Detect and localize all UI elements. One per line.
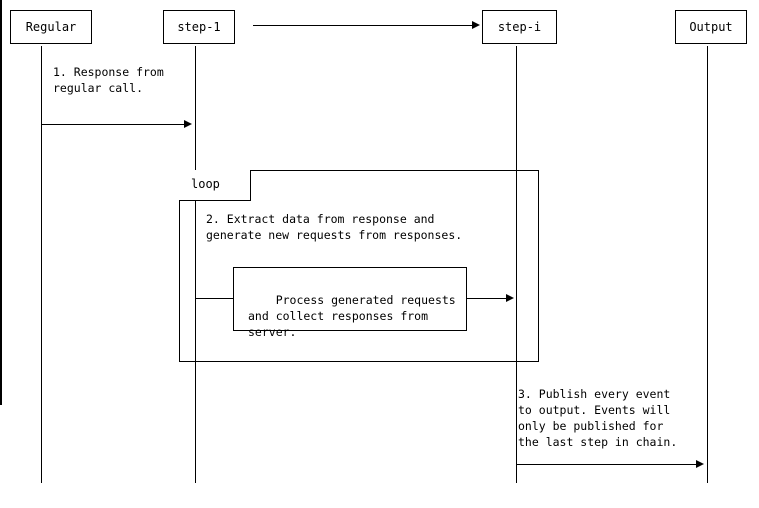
participant-label-regular: Regular [25, 20, 77, 34]
message-label-3: 3. Publish every event to output. Events… [518, 387, 678, 449]
participant-box-step-i[interactable]: step-i [482, 10, 557, 44]
message-label-2: 2. Extract data from response and genera… [206, 212, 463, 242]
lifeline-step-i [516, 46, 517, 483]
message-arrow-line-3 [516, 464, 698, 465]
loop-fragment-frame[interactable] [179, 170, 539, 362]
lifeline-step-1 [195, 46, 196, 483]
loop-fragment-operator-label: loop [191, 177, 220, 191]
participant-box-output[interactable]: Output [675, 10, 747, 44]
header-arrow-line-step1-to-stepi [253, 25, 474, 26]
header-arrow-head-step1-to-stepi [472, 21, 480, 29]
participant-label-output: Output [689, 20, 733, 34]
note-box-text: Process generated requests and collect r… [248, 293, 456, 339]
participant-box-regular[interactable]: Regular [10, 10, 92, 44]
participant-box-step-1[interactable]: step-1 [163, 10, 235, 44]
lifeline-regular [41, 46, 42, 483]
message-arrow-line-2-right [467, 298, 508, 299]
message-arrow-head-3 [696, 460, 704, 468]
loop-fragment-tag: loop [179, 170, 251, 201]
message-arrow-line-2-left [195, 298, 234, 299]
lifeline-output [707, 46, 708, 483]
participant-label-step-1: step-1 [177, 20, 221, 34]
note-box-process[interactable]: Process generated requests and collect r… [233, 267, 467, 339]
message-arrow-head-1 [184, 120, 192, 128]
message-arrow-line-1 [41, 124, 186, 125]
participant-label-step-i: step-i [497, 20, 542, 34]
page-edge-artifact [0, 0, 2, 405]
message-arrow-head-2 [506, 294, 514, 302]
message-label-1: 1. Response from regular call. [53, 65, 164, 95]
